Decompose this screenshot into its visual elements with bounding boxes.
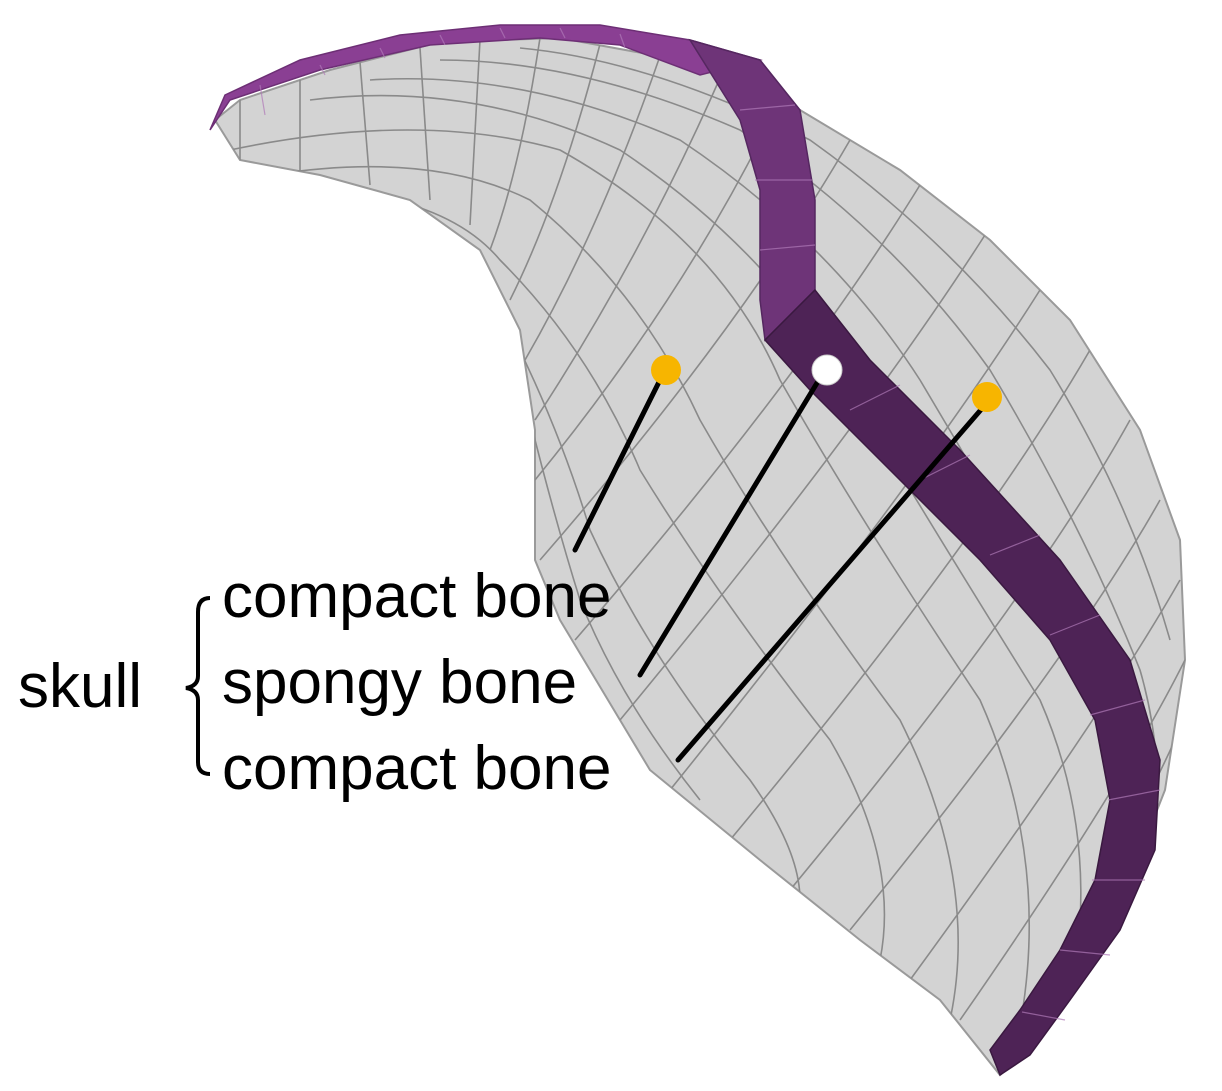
compact-bone-label-top: compact bone	[222, 562, 612, 631]
leader-line-compact-top	[572, 377, 663, 553]
leader-lines	[572, 375, 988, 763]
compact-bone-marker-outer	[972, 382, 1002, 412]
compact-bone-marker-inner	[651, 355, 681, 385]
spongy-bone-marker	[811, 354, 843, 386]
skull-bracket	[185, 596, 211, 776]
cortical-band-lower	[763, 288, 1161, 1077]
cortical-band-segments	[259, 27, 1161, 1021]
spongy-bone-label: spongy bone	[222, 648, 578, 717]
leader-line-compact-bottom	[675, 402, 988, 763]
compact-bone-label-bottom: compact bone	[222, 734, 612, 803]
skull-label: skull	[18, 652, 143, 721]
leader-line-spongy	[637, 375, 823, 678]
